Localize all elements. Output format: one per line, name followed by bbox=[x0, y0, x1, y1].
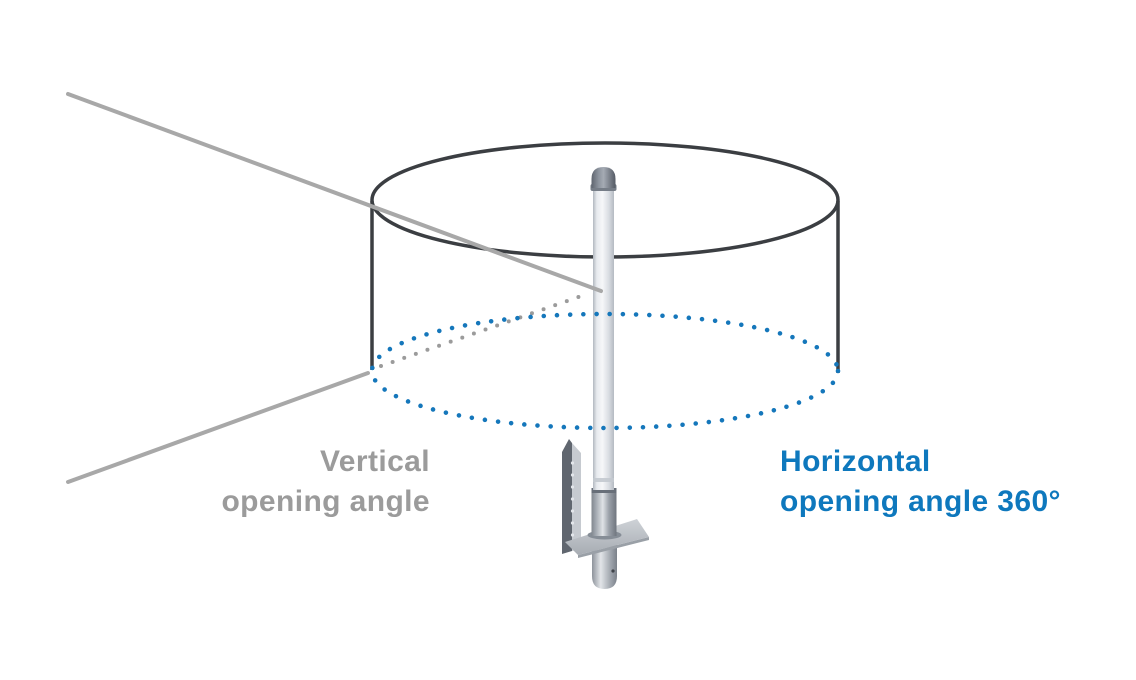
vertical-angle-hidden-dotted-ray bbox=[379, 291, 592, 368]
vertical-angle-lower-ray bbox=[66, 371, 370, 484]
bracket-flange-edge bbox=[562, 439, 572, 554]
vertical-angle-upper-ray bbox=[66, 92, 603, 293]
radome-tube bbox=[593, 190, 614, 490]
horizontal-plane-dotted-ellipse bbox=[369, 311, 841, 431]
sleeve-collar bbox=[591, 488, 617, 493]
lower-mast-stub bbox=[592, 542, 617, 589]
horizontal-label-line1: Horizontal bbox=[780, 445, 931, 478]
vertical-label-line1: Vertical bbox=[320, 445, 430, 478]
vertical-opening-angle-label: Vertical opening angle bbox=[221, 442, 430, 522]
bracket-holes bbox=[570, 461, 575, 537]
omni-antenna-illustration bbox=[562, 167, 649, 589]
radome-joint-line bbox=[593, 478, 614, 482]
bracket-face bbox=[572, 443, 581, 551]
vertical-label-line2: opening angle bbox=[221, 485, 430, 518]
antenna-cap bbox=[590, 167, 617, 191]
horizontal-plane bbox=[369, 311, 841, 431]
mounting-bracket bbox=[562, 439, 581, 554]
screw-hole bbox=[611, 569, 615, 573]
connector-sleeve bbox=[591, 488, 617, 536]
horizontal-opening-angle-label: Horizontal opening angle 360° bbox=[780, 442, 1061, 522]
horizontal-label-line2: opening angle 360° bbox=[780, 485, 1061, 518]
vertical-angle-rays bbox=[66, 92, 603, 484]
